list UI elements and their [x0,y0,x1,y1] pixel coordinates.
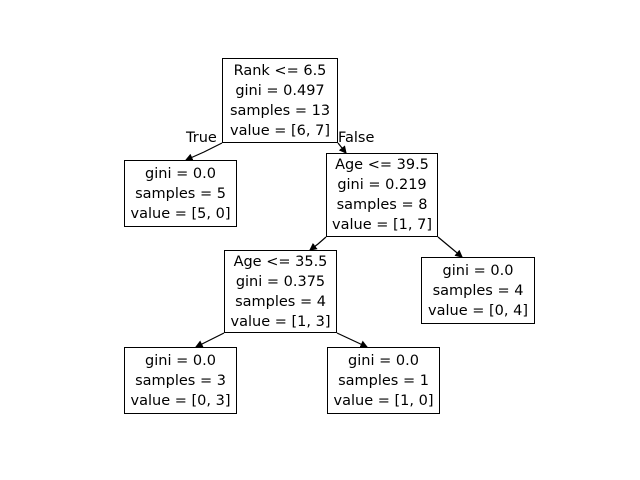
edge-right-mid [309,236,327,251]
node-value: value = [1, 3] [230,313,331,330]
node-gini: gini = 0.375 [235,273,326,290]
node-value: value = [0, 4] [428,302,528,319]
tree-node-age-39[interactable]: Age <= 39.5 gini = 0.219 samples = 8 val… [326,153,438,237]
node-samples: samples = 4 [235,293,326,310]
edge-mid-lr [336,332,369,348]
node-gini: gini = 0.497 [235,82,325,99]
node-condition: Age <= 39.5 [335,157,429,173]
edge-root-left [184,142,223,161]
edge-right-rightleaf [437,236,463,258]
tree-node-age-35[interactable]: Age <= 35.5 gini = 0.375 samples = 4 val… [224,250,337,333]
node-condition: Rank <= 6.5 [233,62,327,79]
tree-node-root[interactable]: Rank <= 6.5 gini = 0.497 samples = 13 va… [222,58,338,143]
node-samples: samples = 13 [229,102,331,119]
node-value: value = [6, 7] [230,122,330,139]
node-gini: gini = 0.0 [145,352,216,369]
node-value: value = [1, 7] [332,217,432,233]
node-gini: gini = 0.0 [442,262,514,279]
node-samples: samples = 5 [135,185,226,202]
node-value: value = [1, 0] [333,392,434,409]
node-value: value = [5, 0] [130,205,231,222]
node-samples: samples = 8 [336,197,428,213]
node-gini: gini = 0.0 [348,352,419,369]
edge-label-false: False [338,130,375,146]
tree-node-left-leaf[interactable]: gini = 0.0 samples = 5 value = [5, 0] [124,160,237,227]
node-condition: Age <= 35.5 [233,253,328,270]
node-gini: gini = 0.219 [337,177,427,193]
edge-root-right [337,142,347,154]
tree-node-bottom-left-leaf[interactable]: gini = 0.0 samples = 3 value = [0, 3] [124,347,237,414]
edge-label-true: True [186,130,217,146]
tree-node-bottom-right-leaf[interactable]: gini = 0.0 samples = 1 value = [1, 0] [327,347,440,414]
tree-node-right-leaf[interactable]: gini = 0.0 samples = 4 value = [0, 4] [421,257,535,324]
node-samples: samples = 3 [135,372,226,389]
node-samples: samples = 1 [338,372,429,389]
node-samples: samples = 4 [432,282,524,299]
edge-mid-ll [194,332,225,348]
node-value: value = [0, 3] [130,392,231,409]
node-gini: gini = 0.0 [145,165,216,182]
